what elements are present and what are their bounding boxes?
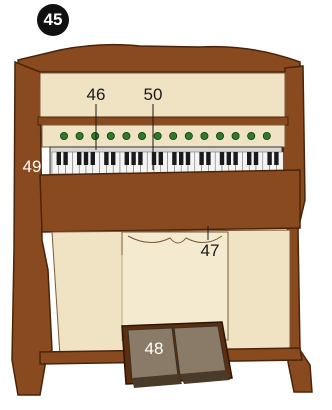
stop-knob (123, 132, 130, 139)
black-key (91, 152, 95, 165)
black-key (233, 152, 237, 165)
black-key (247, 152, 251, 165)
black-key (159, 152, 163, 165)
stop-knob (138, 132, 145, 139)
stop-knob (248, 132, 255, 139)
black-key (111, 152, 115, 165)
black-key (131, 152, 135, 165)
black-key (63, 152, 67, 165)
stop-knob (76, 132, 83, 139)
black-key (172, 152, 176, 165)
pedal-right (174, 326, 226, 376)
callout-46: 46 (87, 85, 106, 104)
black-key (125, 152, 129, 165)
black-key (152, 152, 156, 165)
upper-back-panel (40, 73, 285, 117)
callout-49: 49 (23, 157, 42, 176)
black-key (84, 152, 88, 165)
stop-knob (263, 132, 270, 139)
stop-knob (201, 132, 208, 139)
stop-knob (232, 132, 239, 139)
stop-knob (107, 132, 114, 139)
black-key (138, 152, 142, 165)
stop-rail (38, 117, 288, 125)
black-key (220, 152, 224, 165)
stop-knob (170, 132, 177, 139)
black-key (206, 152, 210, 165)
stop-knob (216, 132, 223, 139)
black-key (57, 152, 61, 165)
black-key (199, 152, 203, 165)
black-key (186, 152, 190, 165)
callout-47: 47 (201, 241, 220, 260)
black-key (77, 152, 81, 165)
stop-knob (185, 132, 192, 139)
callout-48: 48 (145, 339, 164, 358)
black-key (179, 152, 183, 165)
black-key (254, 152, 258, 165)
organ-top-crest (18, 45, 300, 72)
stop-knob (92, 132, 99, 139)
callout-50: 50 (144, 85, 163, 104)
stop-knob (154, 132, 161, 139)
black-key (227, 152, 231, 165)
stop-knob (60, 132, 67, 139)
key-slip (40, 170, 300, 232)
black-key (104, 152, 108, 165)
black-key (267, 152, 271, 165)
black-key (274, 152, 278, 165)
